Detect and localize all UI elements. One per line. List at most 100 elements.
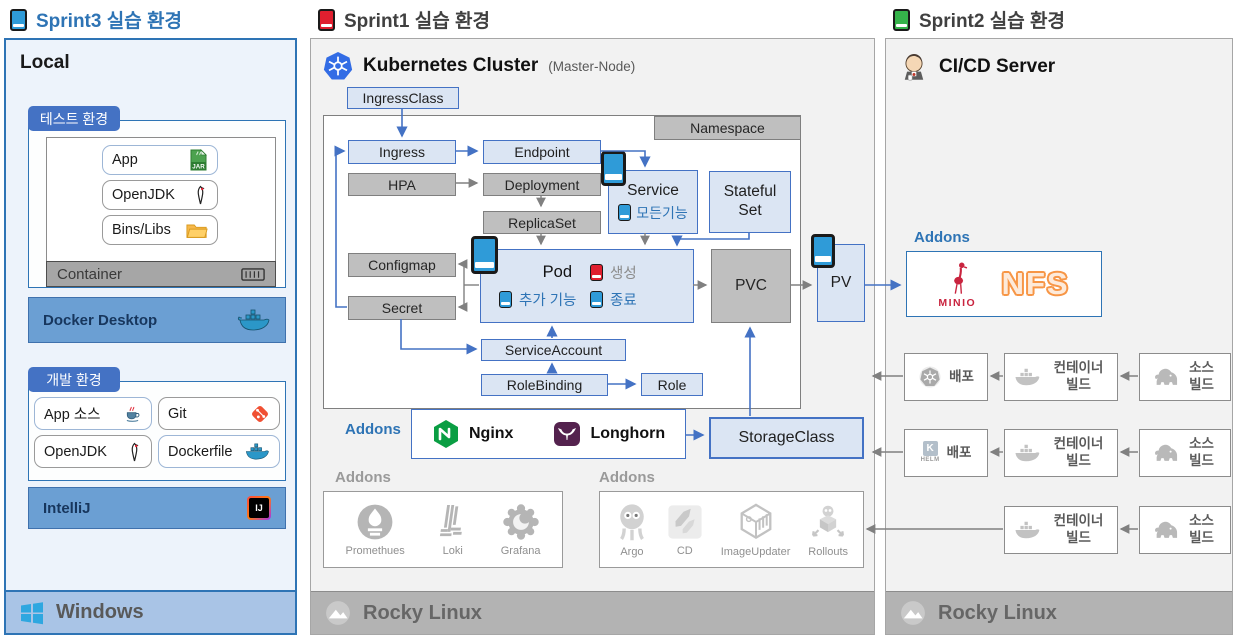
docker-desktop-label: Docker Desktop [43, 311, 158, 329]
windows-logo-icon [20, 601, 44, 625]
addons-argocd-label: Addons [599, 469, 655, 486]
node-hpa: HPA [348, 173, 456, 196]
node-endpoint: Endpoint [483, 140, 601, 164]
pod-note-stop: 종료 [590, 289, 681, 310]
docker-icon [1013, 520, 1041, 540]
node-pv: PV [811, 234, 865, 322]
sprint3-header: Sprint3 실습 환경 [10, 6, 182, 33]
jenkins-icon [900, 52, 928, 82]
app-source-label: App 소스 [44, 407, 101, 423]
node-role: Role [641, 373, 703, 396]
image-updater-addon: ImageUpdater [721, 502, 790, 558]
rocky-linux-bar-right: Rocky Linux [886, 591, 1232, 634]
jar-file-icon: JAR [189, 149, 208, 171]
pod-label: Pod [542, 263, 572, 281]
test-env-badge: 테스트 환경 [28, 106, 120, 131]
bins-libs-button: Bins/Libs [102, 215, 218, 245]
grafana-icon [502, 503, 540, 541]
addons-argocd-box: Argo CD ImageUpdater Rollouts [599, 491, 864, 568]
deploy-label-row2: 배포 [946, 444, 972, 460]
gradle-icon [1152, 368, 1178, 387]
openjdk-label: OpenJDK [112, 187, 175, 203]
loki-icon [436, 503, 470, 541]
blue-book-icon [618, 204, 632, 221]
java-duke-icon [193, 185, 208, 205]
argo-icon [615, 502, 649, 542]
node-pvc: PVC [711, 249, 791, 323]
addons-monitoring-box: Promethues Loki Grafana [323, 491, 563, 568]
windows-label: Windows [56, 601, 144, 623]
green-book-icon [893, 8, 910, 31]
rocky-linux-label-right: Rocky Linux [938, 601, 1057, 624]
addons-monitoring-label: Addons [335, 469, 391, 486]
local-title: Local [20, 52, 70, 73]
cicd-panel: CI/CD Server Addons MINIO NFS 배포 컨테이너 빌드… [885, 38, 1233, 635]
rocky-linux-icon [325, 600, 351, 626]
prometheus-addon: Promethues [345, 503, 405, 557]
node-storageclass: StorageClass [709, 417, 864, 459]
container-build-box-row3: 컨테이너 빌드 [1004, 506, 1118, 554]
argo-addon: Argo [615, 502, 649, 558]
rocky-linux-icon [900, 600, 926, 626]
intellij-label: IntelliJ [43, 499, 91, 517]
node-configmap: Configmap [348, 253, 456, 277]
container-build-label-row1: 컨테이너 빌드 [1053, 360, 1104, 392]
argo-cd-icon [667, 503, 703, 541]
kubernetes-icon [918, 365, 942, 389]
node-namespace: Namespace [654, 116, 801, 140]
minio-icon [944, 260, 970, 296]
openjdk-button: OpenJDK [102, 180, 218, 210]
sprint2-header-label: Sprint2 실습 환경 [919, 11, 1065, 32]
local-panel: Local 테스트 환경 App JAR OpenJDK Bins/Libs C… [4, 38, 297, 635]
docker-icon [1013, 367, 1041, 387]
nfs-label: NFS [1001, 266, 1070, 301]
docker-icon [244, 442, 270, 461]
intellij-icon: IJ [247, 496, 271, 520]
node-secret: Secret [348, 296, 456, 320]
red-book-icon [318, 8, 335, 31]
intellij-bar: IntelliJ IJ [28, 487, 286, 529]
blue-book-icon [811, 234, 835, 268]
sprint2-header: Sprint2 실습 환경 [893, 6, 1065, 33]
node-ingress: Ingress [348, 140, 456, 164]
dockerfile-button: Dockerfile [158, 435, 280, 468]
blue-book-icon [601, 151, 626, 186]
java-cup-icon [123, 404, 142, 423]
openjdk-dev-button: OpenJDK [34, 435, 152, 468]
cluster-title: Kubernetes Cluster [363, 55, 539, 76]
cicd-title-row: CI/CD Server [900, 52, 1055, 82]
cluster-title-row: Kubernetes Cluster (Master-Node) [323, 51, 635, 81]
minio-label: MINIO [938, 296, 977, 309]
windows-bar: Windows [6, 590, 295, 633]
source-build-label-row2: 소스 빌드 [1189, 436, 1214, 468]
folder-icon [186, 222, 208, 239]
source-build-label-row1: 소스 빌드 [1189, 360, 1214, 392]
node-deployment: Deployment [483, 173, 601, 196]
sprint3-header-label: Sprint3 실습 환경 [36, 11, 182, 32]
container-icon [241, 267, 265, 282]
node-ingressclass: IngressClass [347, 87, 459, 109]
addons-storage-label: Addons [914, 229, 970, 246]
rollouts-addon: Rollouts [808, 502, 848, 558]
source-build-box-row3: 소스 빌드 [1139, 506, 1231, 554]
rollouts-icon [809, 502, 847, 542]
app-label: App [112, 152, 138, 168]
addons-core-label: Addons [345, 421, 401, 438]
pv-label: PV [830, 274, 852, 291]
git-button: Git [158, 397, 280, 430]
docker-icon [237, 308, 271, 332]
git-label: Git [168, 405, 187, 422]
nginx-addon: Nginx [432, 419, 513, 449]
container-build-label-row3: 컨테이너 빌드 [1053, 513, 1104, 545]
docker-desktop-bar: Docker Desktop [28, 297, 286, 343]
service-label: Service [627, 181, 679, 199]
nginx-icon [432, 419, 460, 449]
loki-addon: Loki [436, 503, 470, 557]
sprint1-header: Sprint1 실습 환경 [318, 6, 490, 33]
blue-book-icon [10, 8, 27, 31]
app-button: App JAR [102, 145, 218, 175]
container-bar: Container [46, 261, 276, 287]
pod-note-create: 생성 [590, 262, 681, 283]
